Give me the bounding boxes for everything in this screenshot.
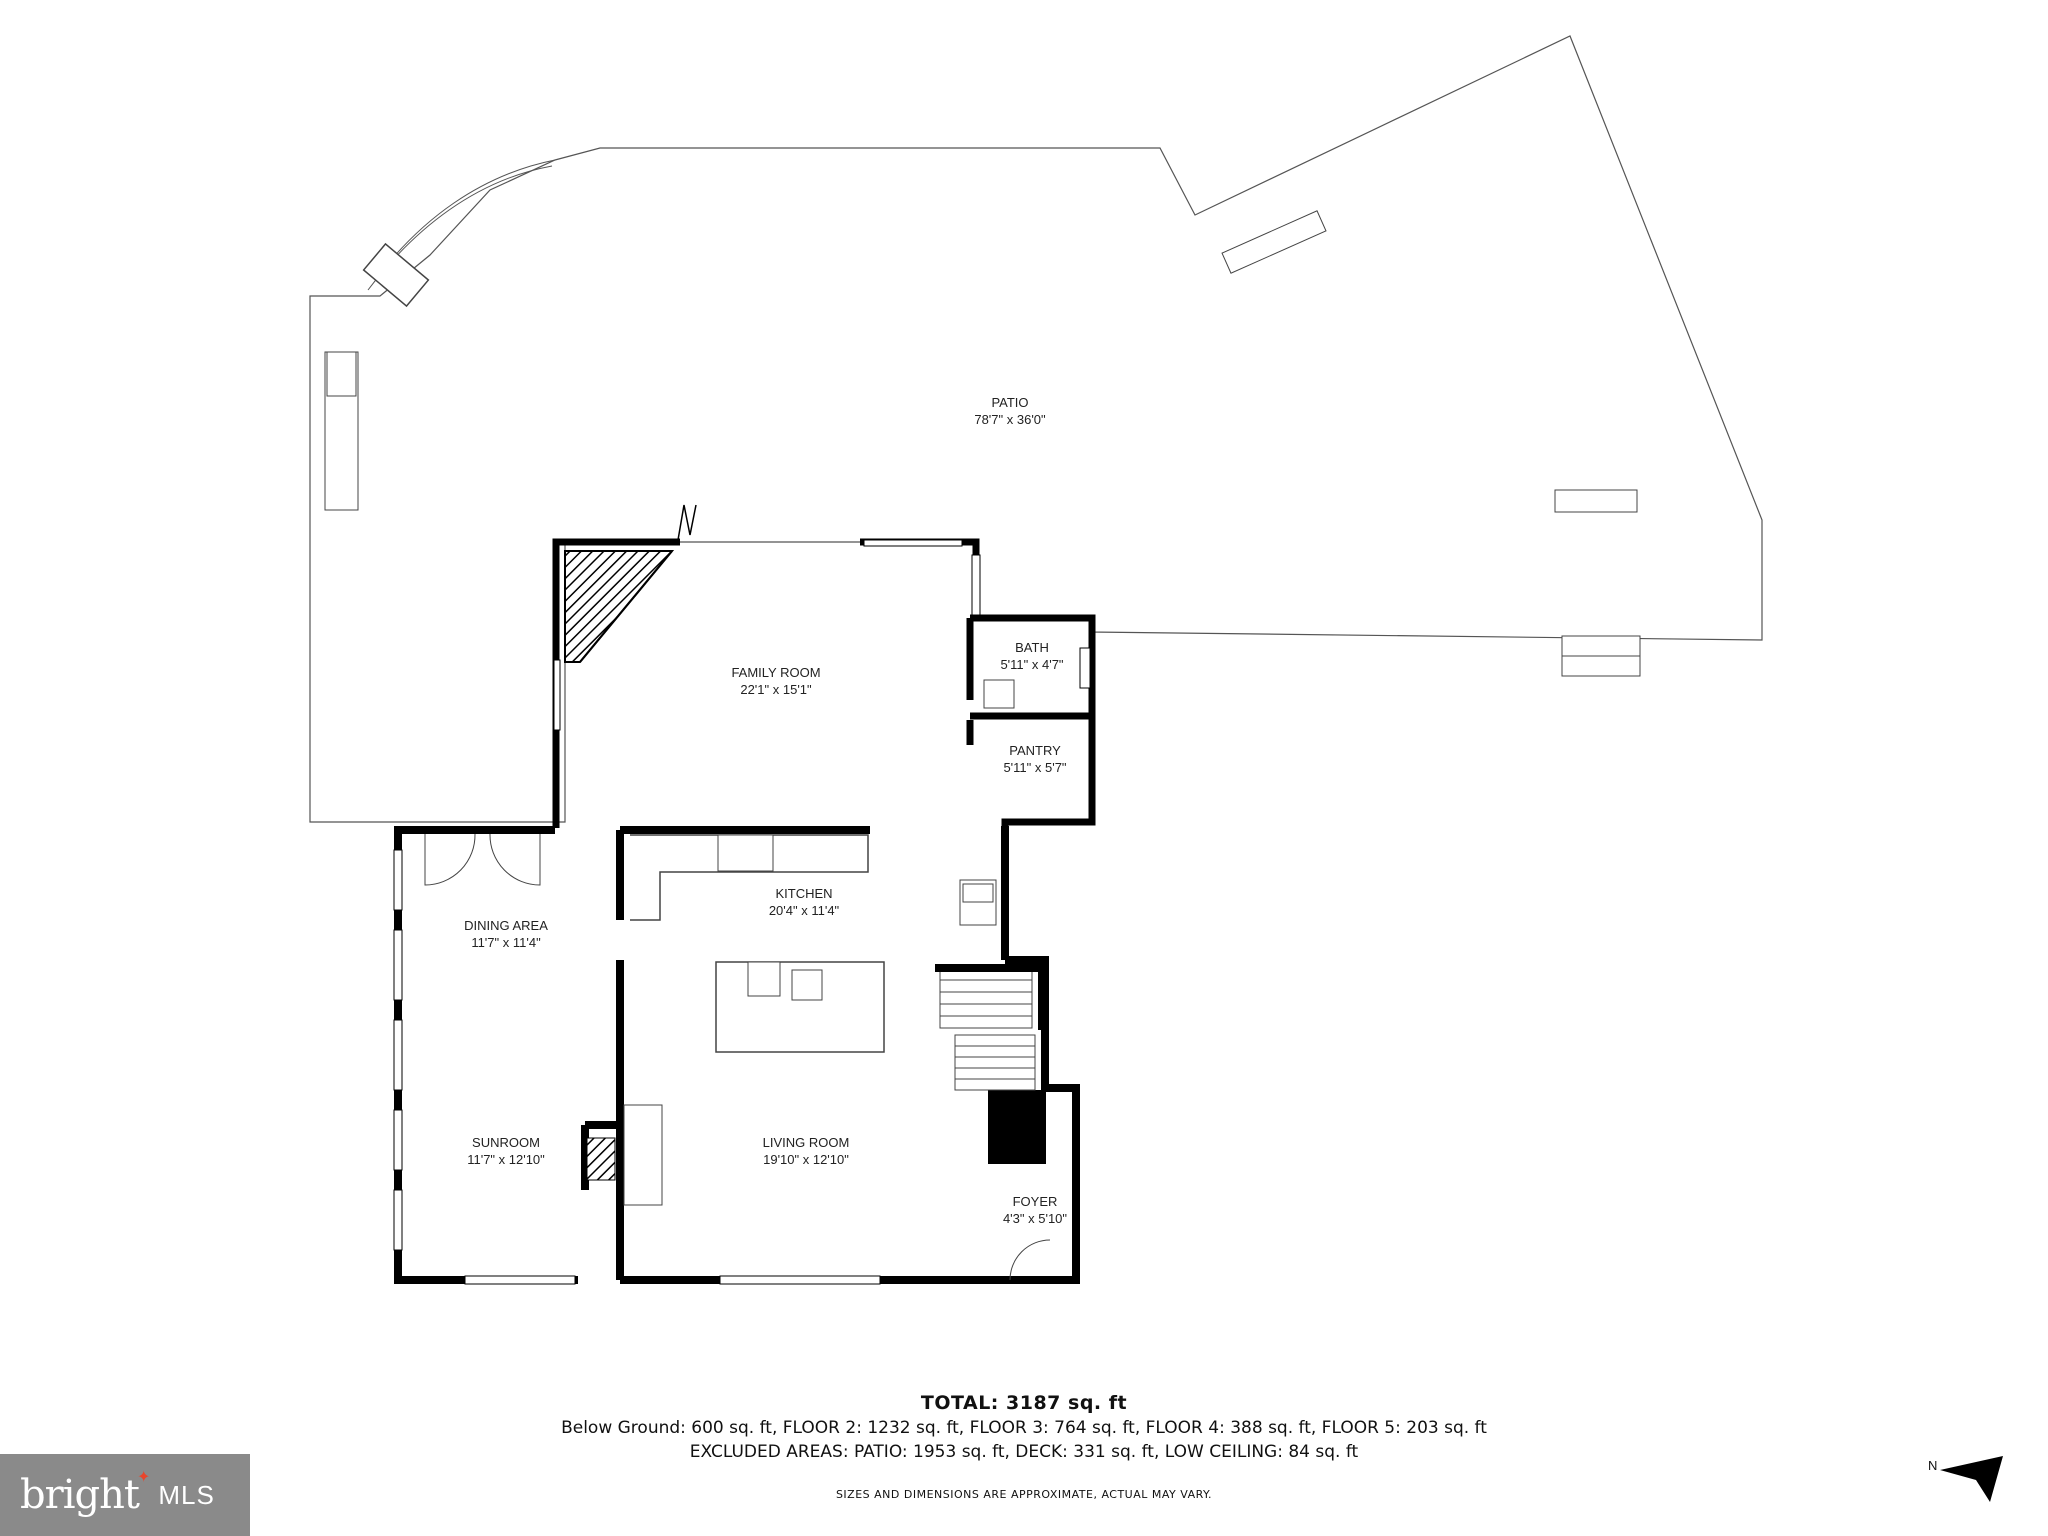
patio-step-2 <box>1554 489 1638 513</box>
room-name-kitchen: KITCHEN <box>775 886 832 901</box>
stairs <box>939 967 1036 1091</box>
room-dims-living-room: 19'10" x 12'10" <box>763 1152 849 1167</box>
patio-outline <box>309 35 1763 823</box>
bright-mls-logo: bright ✦ MLS <box>0 1454 250 1536</box>
room-name-foyer: FOYER <box>1013 1194 1058 1209</box>
kitchen-counter <box>630 834 869 921</box>
room-dims-bath: 5'11" x 4'7" <box>1000 657 1063 672</box>
total-area: TOTAL: 3187 sq. ft <box>920 1392 1128 1414</box>
room-dims-kitchen: 20'4" x 11'4" <box>769 903 840 918</box>
room-name-dining-area: DINING AREA <box>464 918 548 933</box>
fireplace-hatch <box>564 550 675 663</box>
bath-pantry-walls <box>966 614 1096 832</box>
logo-suffix: MLS <box>158 1479 215 1510</box>
north-arrow-icon <box>1940 1456 2003 1502</box>
excluded-areas: EXCLUDED AREAS: PATIO: 1953 sq. ft, DECK… <box>689 1442 1359 1462</box>
logo-spark-icon: ✦ <box>136 1469 151 1486</box>
disclaimer: SIZES AND DIMENSIONS ARE APPROXIMATE, AC… <box>835 1488 1213 1501</box>
logo-wordmark: bright <box>20 1472 140 1518</box>
door-swing-icon <box>677 504 697 541</box>
compass-label: N <box>1928 1458 1938 1473</box>
room-name-sunroom: SUNROOM <box>472 1135 540 1150</box>
room-dims-patio: 78'7" x 36'0" <box>974 412 1046 427</box>
room-dims-family-room: 22'1" x 15'1" <box>740 682 812 697</box>
grill <box>362 242 430 308</box>
room-dims-sunroom: 11'7" x 12'10" <box>467 1152 545 1167</box>
room-name-family-room: FAMILY ROOM <box>731 665 820 680</box>
room-dims-dining-area: 11'7" x 11'4" <box>471 935 541 950</box>
room-name-patio: PATIO <box>991 395 1028 410</box>
room-name-living-room: LIVING ROOM <box>763 1135 850 1150</box>
floor-breakdown: Below Ground: 600 sq. ft, FLOOR 2: 1232 … <box>561 1418 1487 1438</box>
patio-step-1 <box>1221 210 1327 274</box>
room-name-pantry: PANTRY <box>1009 743 1061 758</box>
room-name-bath: BATH <box>1015 640 1049 655</box>
stair-block <box>988 1090 1046 1164</box>
stair-walls <box>935 964 1046 1030</box>
room-dims-foyer: 4'3" x 5'10" <box>1003 1211 1067 1226</box>
room-dims-pantry: 5'11" x 5'7" <box>1003 760 1066 775</box>
